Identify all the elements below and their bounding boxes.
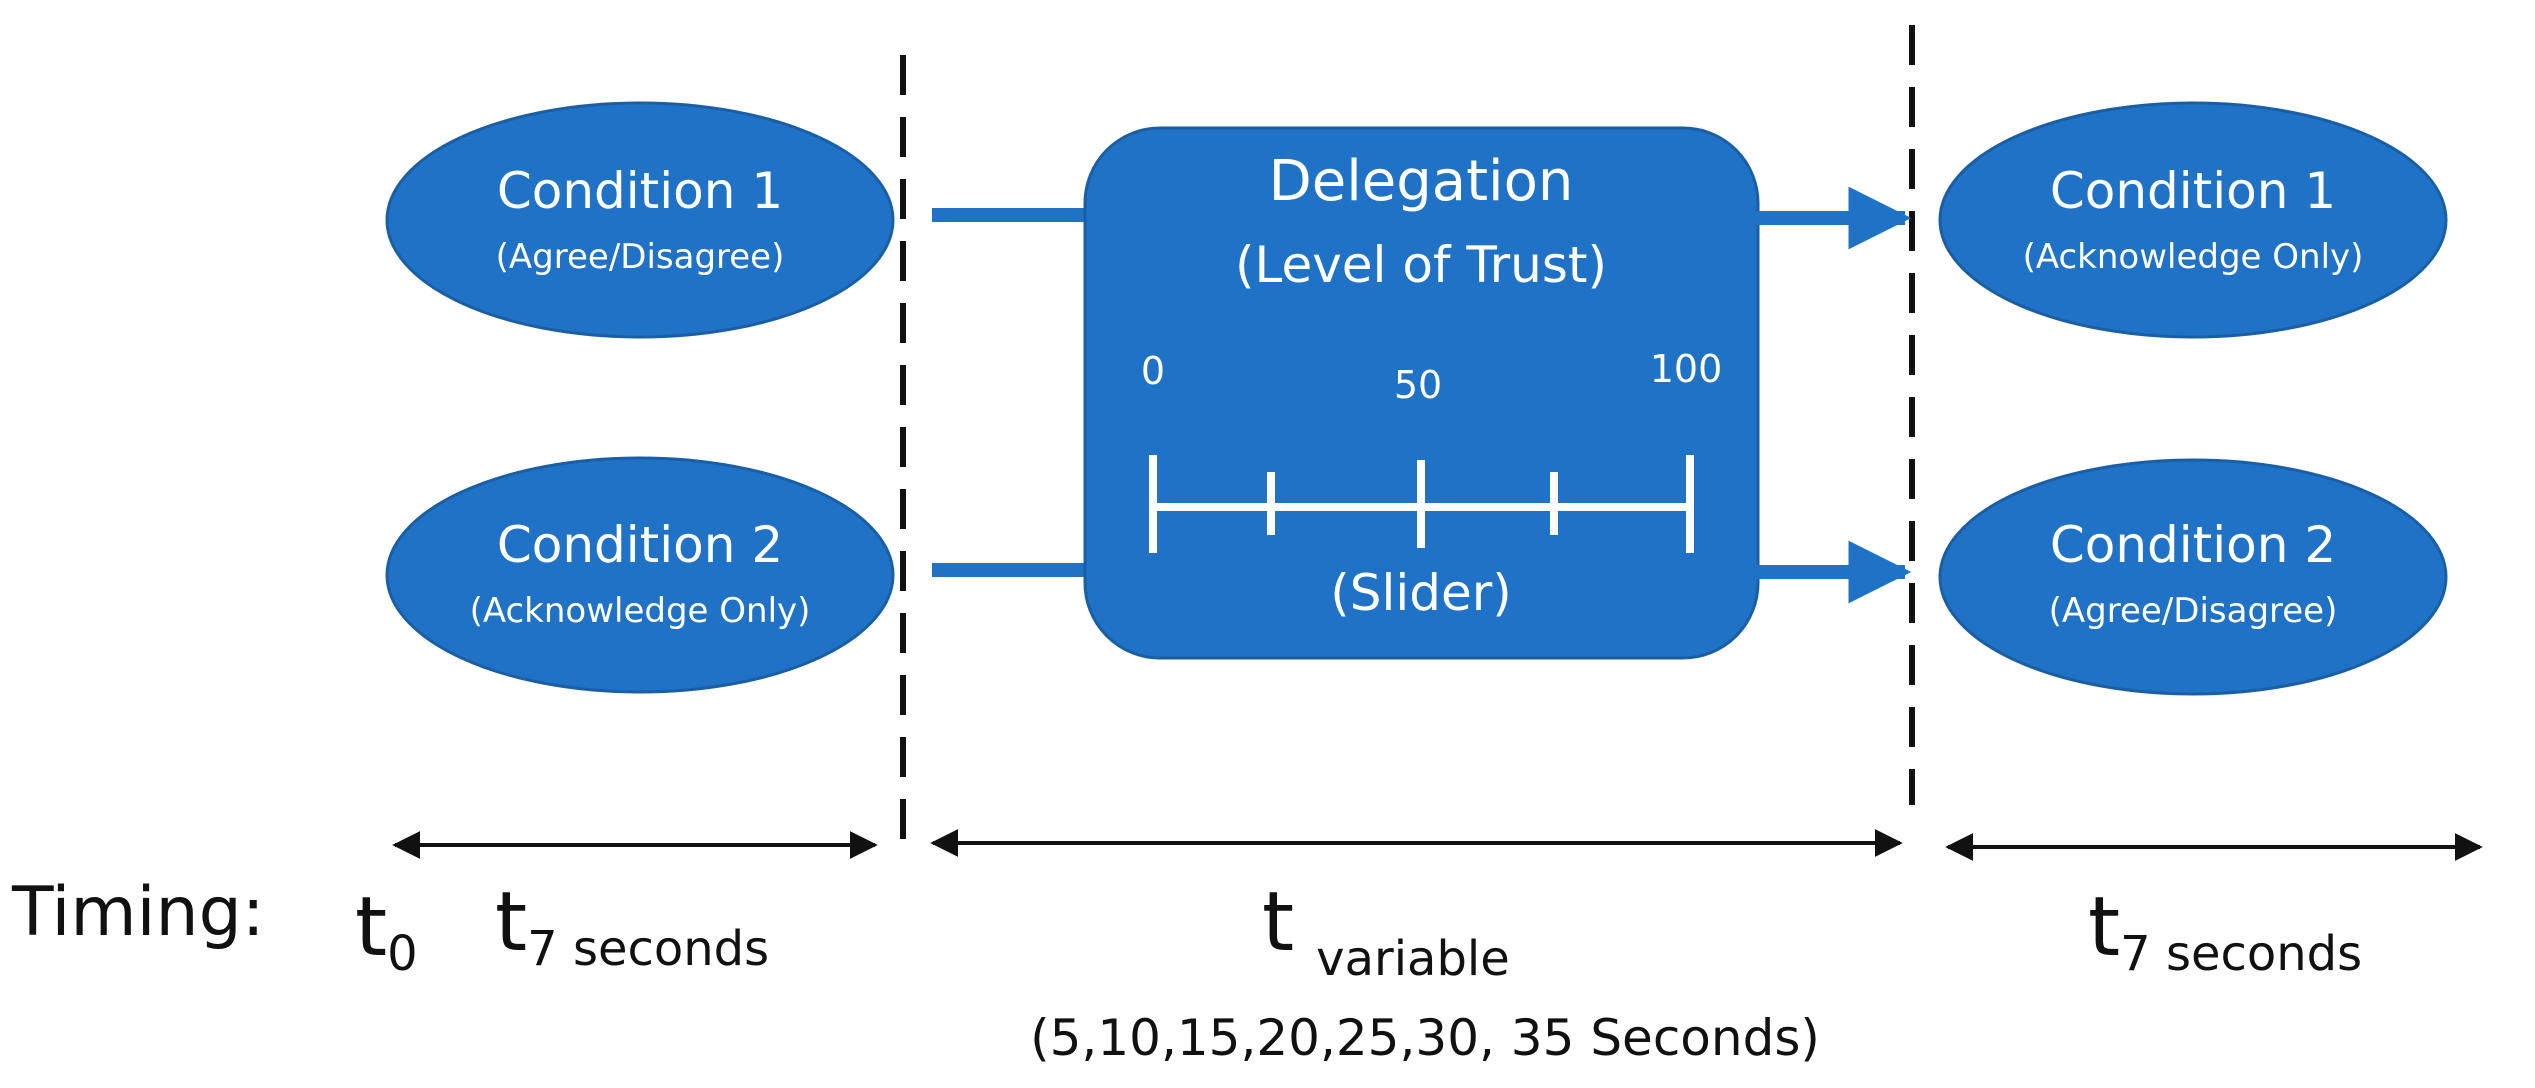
right-condition-1-subtitle: (Acknowledge Only) [2023,237,2364,277]
right-condition-1-title: Condition 1 [2050,162,2336,220]
timing-label: Timing: [11,873,265,952]
delegation-subtitle: (Level of Trust) [1235,236,1607,294]
delegation-title: Delegation [1269,149,1574,214]
slider-track [1149,455,1694,553]
right-condition-1-node: Condition 1 (Acknowledge Only) [1938,101,2448,339]
left-condition-2-node: Condition 2 (Acknowledge Only) [385,456,895,694]
slider-max-label: 100 [1650,347,1723,391]
slider-mid-label: 50 [1394,363,1442,407]
slider-min-label: 0 [1141,349,1165,393]
timing-variable-note: (5,10,15,20,25,30, 35 Seconds) [1030,1009,1820,1067]
left-condition-2-title: Condition 2 [497,516,783,574]
left-condition-1-subtitle: (Agree/Disagree) [496,237,785,277]
slider-label: (Slider) [1330,564,1512,622]
left-condition-2-subtitle: (Acknowledge Only) [470,591,811,631]
delegation-node: Delegation (Level of Trust) 0 50 100 (Sl… [1083,126,1760,660]
timing-t7-left: t7 seconds [495,875,769,977]
timing-t7-right: t7 seconds [2088,880,2362,982]
timing-t0: t0 [355,880,418,982]
left-condition-1-node: Condition 1 (Agree/Disagree) [385,101,895,339]
right-condition-2-node: Condition 2 (Agree/Disagree) [1938,458,2448,696]
right-condition-2-title: Condition 2 [2050,516,2336,574]
right-condition-2-subtitle: (Agree/Disagree) [2049,591,2338,631]
left-condition-1-title: Condition 1 [497,162,783,220]
